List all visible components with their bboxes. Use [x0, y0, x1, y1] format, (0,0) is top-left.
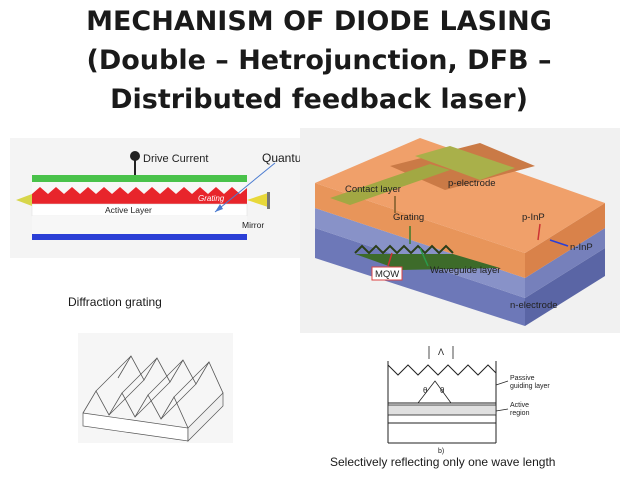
- n-electrode-label: n-electrode: [510, 300, 558, 311]
- reflected-ray: [417, 380, 452, 404]
- grating-valley-3: [160, 383, 197, 420]
- drive-current-terminal: [130, 151, 140, 161]
- panel-label-b: b): [438, 448, 444, 455]
- active-layer-label: Active Layer: [105, 205, 152, 215]
- contact-layer-strip: [330, 164, 450, 205]
- selective-reflection-caption: Selectively reflecting only one wave len…: [330, 455, 556, 469]
- grating-ridge-4: [173, 361, 210, 398]
- active-region-label-1: Active: [510, 402, 529, 409]
- mirror: [267, 192, 270, 209]
- grating-ridge-2: [121, 357, 158, 394]
- dfb-laser-diagram: Drive Current Grating Active Layer Mirro…: [10, 138, 300, 258]
- quantum-wells-pointer-head: [215, 204, 223, 212]
- lambda-symbol: Λ: [438, 347, 444, 357]
- orange-side-face: [525, 203, 605, 278]
- mqw-label: MQW: [375, 269, 399, 280]
- substrate-side-face: [525, 248, 605, 326]
- p-electrode-label: p-electrode: [448, 178, 496, 189]
- red-waveguide-layer: [32, 194, 247, 204]
- corrugated-surface: [387, 364, 497, 376]
- grating-valley-2: [134, 381, 171, 418]
- orange-front-face: [315, 183, 525, 278]
- arrow-waveguide: [419, 247, 429, 267]
- passive-guiding-label-2: guiding layer: [510, 383, 550, 390]
- bottom-blue-layer: [32, 234, 247, 240]
- arrow-mqw: [387, 252, 393, 267]
- grating-wave: [354, 244, 454, 255]
- waveguide-front-face: [315, 208, 525, 298]
- grating-ridge-3: [147, 359, 184, 396]
- top-surface: [315, 138, 605, 253]
- contact-layer-label: Contact layer: [345, 184, 401, 195]
- theta-left: θ: [423, 386, 428, 395]
- active-region-label-2: region: [510, 410, 530, 417]
- top-contact-layer: [32, 175, 247, 182]
- grating-corrugation: [32, 187, 247, 194]
- mirror-label: Mirror: [242, 220, 264, 230]
- slide-title: MECHANISM OF DIODE LASING (Double – Hetr…: [0, 2, 638, 119]
- grating-ridge-1: [95, 355, 132, 392]
- quantum-wells-pointer: [214, 162, 276, 213]
- p-electrode-strip: [415, 146, 515, 180]
- n-inp-label: n-InP: [570, 242, 593, 253]
- passive-guiding-schematic: Λ θ θ Passive guiding layer Active regio…: [387, 346, 550, 455]
- diffraction-grating-caption: Diffraction grating: [68, 295, 162, 309]
- guiding-layer-pointer: [495, 380, 509, 386]
- mqw-label-box: [371, 266, 403, 281]
- waveguide-side-face: [525, 228, 605, 298]
- mqw-layer: [355, 254, 500, 270]
- dfb-3d-structure: Contact layer p-electrode Grating p-InP …: [300, 128, 620, 333]
- arrow-n-inp: [549, 239, 569, 247]
- grating-label: Grating: [198, 194, 225, 203]
- grating-label-3d: Grating: [393, 212, 424, 223]
- p-inp-label: p-InP: [522, 212, 545, 223]
- waveguide-layer-label: Waveguide layer: [430, 265, 500, 276]
- active-region-band: [387, 404, 497, 416]
- title-line-2: (Double – Hetrojunction, DFB –: [86, 45, 552, 76]
- drive-current-label: Drive Current: [143, 153, 208, 165]
- active-region-pointer: [495, 408, 509, 412]
- diffraction-grating-sketch: [78, 333, 233, 443]
- grating-base-side: [187, 392, 224, 442]
- title-line-1: MECHANISM OF DIODE LASING: [86, 6, 552, 37]
- arrow-p-inp: [537, 223, 541, 241]
- passive-guiding-label-1: Passive: [510, 375, 535, 382]
- right-mirror-beam: [247, 193, 268, 207]
- lower-cladding: [32, 216, 247, 234]
- title-line-3: Distributed feedback laser): [110, 84, 528, 115]
- grating-valley-1: [108, 379, 145, 416]
- left-emission-arrow: [16, 194, 32, 206]
- theta-right: θ: [440, 386, 445, 395]
